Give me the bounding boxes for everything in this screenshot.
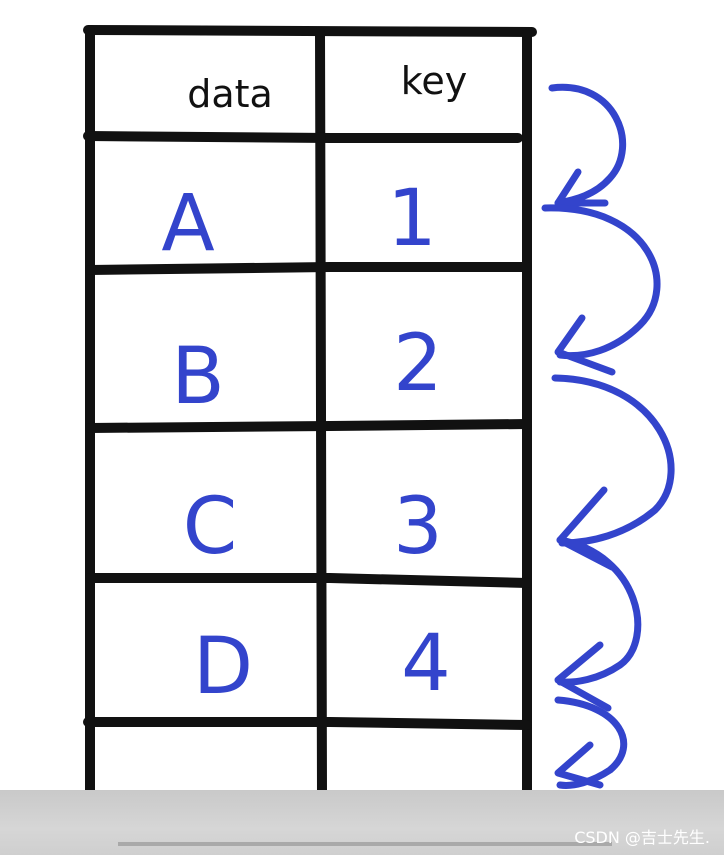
bottom-divider bbox=[118, 842, 612, 846]
csdn-watermark: CSDN @吉士先生. bbox=[574, 828, 710, 847]
row-line-4 bbox=[83, 717, 532, 730]
key-cell-4: 4 bbox=[401, 619, 451, 709]
arrow-into-row-1 bbox=[548, 83, 627, 207]
data-cell-d: D bbox=[193, 622, 253, 712]
header-top-line bbox=[83, 25, 537, 37]
table-frame bbox=[83, 25, 537, 805]
arrowhead-row-1 bbox=[554, 168, 609, 207]
arrow-into-row-5 bbox=[554, 696, 628, 789]
row-line-3 bbox=[85, 573, 532, 588]
arrowhead-row-2 bbox=[554, 314, 616, 376]
arrowhead-row-5 bbox=[554, 741, 604, 789]
data-cell-b: B bbox=[171, 332, 225, 422]
data-cell-c: C bbox=[183, 482, 237, 572]
row-line-2 bbox=[85, 419, 532, 433]
data-column-header: data bbox=[187, 72, 273, 116]
arrow-into-row-3 bbox=[551, 374, 675, 547]
middle-line bbox=[315, 27, 327, 800]
key-cell-1: 1 bbox=[387, 174, 437, 264]
row-line-1 bbox=[85, 262, 532, 275]
key-cell-3: 3 bbox=[393, 482, 443, 572]
header-bottom-line bbox=[83, 131, 335, 143]
pointer-arrows bbox=[541, 83, 675, 789]
key-cell-2: 2 bbox=[393, 319, 443, 409]
arrow-into-row-4 bbox=[556, 536, 642, 686]
key-column-header: key bbox=[401, 59, 468, 103]
data-cell-a: A bbox=[161, 179, 214, 269]
arrow-into-row-2 bbox=[541, 204, 661, 360]
arrowhead-row-4 bbox=[554, 641, 612, 712]
